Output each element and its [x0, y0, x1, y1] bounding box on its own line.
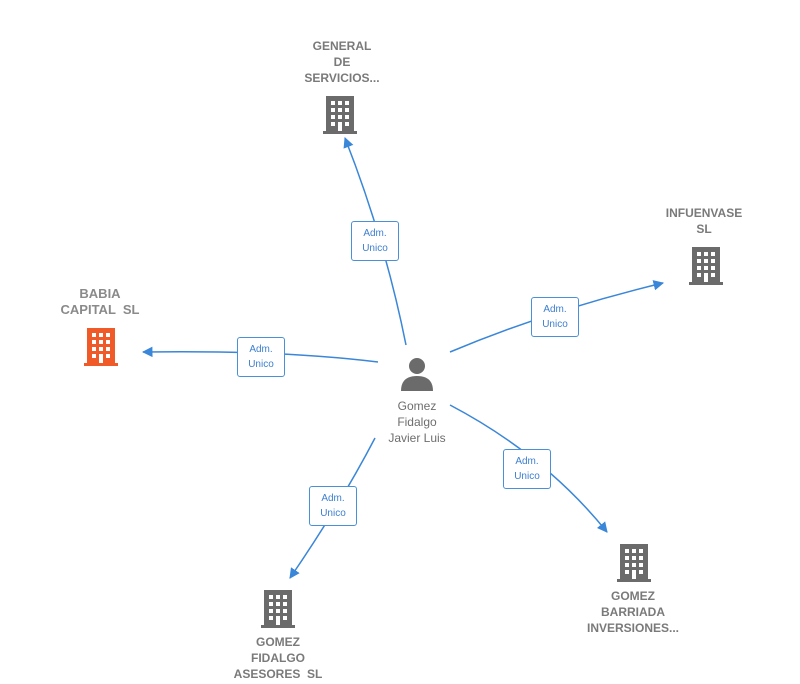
company-name-line: BABIA — [79, 286, 121, 301]
person-label[interactable]: Gomez Fidalgo Javier Luis — [357, 398, 477, 446]
edge-label-line: Adm. — [321, 493, 345, 504]
building-icon[interactable] — [616, 543, 652, 583]
edge-label-line: Unico — [514, 471, 540, 482]
company-name-line: CAPITAL SL — [60, 302, 140, 317]
company-name-line: GOMEZ — [611, 589, 655, 603]
edge-label-babia-capital[interactable]: Adm. Unico — [237, 337, 285, 377]
company-name-line: SL — [696, 222, 712, 236]
edge-label-infuenvase[interactable]: Adm. Unico — [531, 297, 579, 337]
company-name-line: FIDALGO — [251, 651, 305, 665]
company-label-infuenvase[interactable]: INFUENVASE SL — [644, 205, 764, 237]
company-name-line: BARRIADA — [601, 605, 665, 619]
building-icon[interactable] — [688, 246, 724, 286]
edge-label-line: Unico — [362, 243, 388, 254]
edge-label-line: Unico — [248, 359, 274, 370]
person-name-line: Gomez — [397, 399, 437, 413]
person-name-line: Fidalgo — [397, 415, 437, 429]
company-name-line: SERVICIOS... — [304, 71, 380, 85]
edge-label-gomez-barriada[interactable]: Adm. Unico — [503, 449, 551, 489]
company-name-line: ASESORES SL — [233, 667, 323, 681]
person-name-line: Javier Luis — [388, 431, 446, 445]
edge-label-line: Adm. — [363, 228, 387, 239]
edge-label-gomez-fidalgo-asesores[interactable]: Adm. Unico — [309, 486, 357, 526]
person-icon[interactable] — [399, 356, 435, 392]
building-icon[interactable] — [260, 589, 296, 629]
company-name-line: DE — [333, 55, 351, 69]
company-label-gomez-barriada[interactable]: GOMEZ BARRIADA INVERSIONES... — [568, 588, 698, 636]
company-name-line: GENERAL — [312, 39, 372, 53]
edge-label-line: Unico — [542, 319, 568, 330]
company-name-line: GOMEZ — [256, 635, 300, 649]
edge-label-line: Adm. — [543, 304, 567, 315]
building-icon-highlighted[interactable] — [83, 327, 119, 367]
building-icon[interactable] — [322, 95, 358, 135]
edge-label-line: Unico — [320, 508, 346, 519]
company-label-babia-capital[interactable]: BABIA CAPITAL SL — [40, 286, 160, 318]
company-name-line: INVERSIONES... — [586, 621, 680, 635]
edge-label-line: Adm. — [249, 344, 273, 355]
edge-label-line: Adm. — [515, 456, 539, 467]
company-name-line: INFUENVASE — [665, 206, 743, 220]
edge-label-general-de-servicios[interactable]: Adm. Unico — [351, 221, 399, 261]
company-label-general-de-servicios[interactable]: GENERAL DE SERVICIOS... — [282, 38, 402, 86]
company-label-gomez-fidalgo-asesores[interactable]: GOMEZ FIDALGO ASESORES SL — [218, 634, 338, 682]
